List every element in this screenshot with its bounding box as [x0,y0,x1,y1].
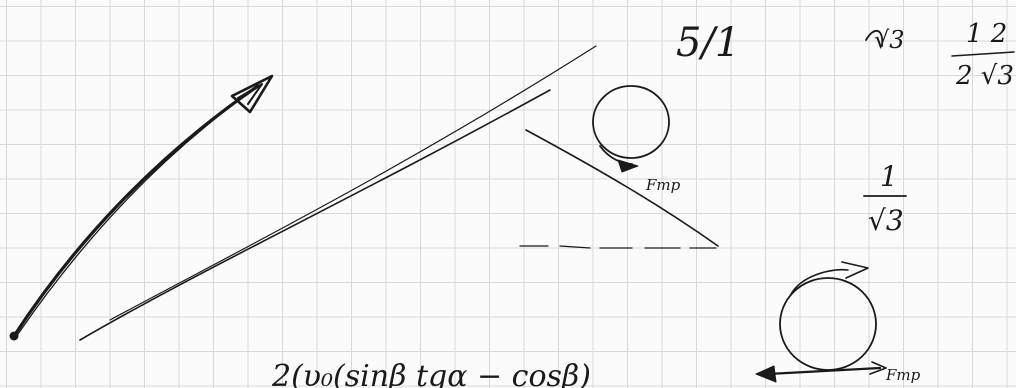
incline-diagram: Fтр [519,85,719,249]
fraction-top-right-denominator: 2 √3 [955,61,1014,91]
small-sqrt-label: √3 [874,26,905,54]
fraction-mid-numerator: 1 [880,160,898,193]
force-label-upper: Fтр [645,176,681,194]
top-number: 5/1 [676,20,740,66]
start-point-dot [9,331,19,341]
fraction-mid-denominator: √3 [868,204,904,237]
fraction-top-right: 1 2 2 √3 [951,19,1015,91]
left-arrow [9,74,274,341]
fraction-top-right-numerator: 1 2 [966,19,1007,49]
top-note: 5/1 [676,20,740,66]
middle-slanted-lines [79,45,597,341]
bottom-formula-group: 2(υ₀(sinβ tgα − cosβ) [271,359,591,388]
bottom-formula: 2(υ₀(sinβ tgα − cosβ) [271,359,591,388]
rolling-circle-diagram: Fтр [755,261,921,384]
scribble-label: √3 [865,26,905,54]
fraction-mid-right: 1 √3 [863,160,907,237]
force-label-lower: Fтр [885,366,921,384]
